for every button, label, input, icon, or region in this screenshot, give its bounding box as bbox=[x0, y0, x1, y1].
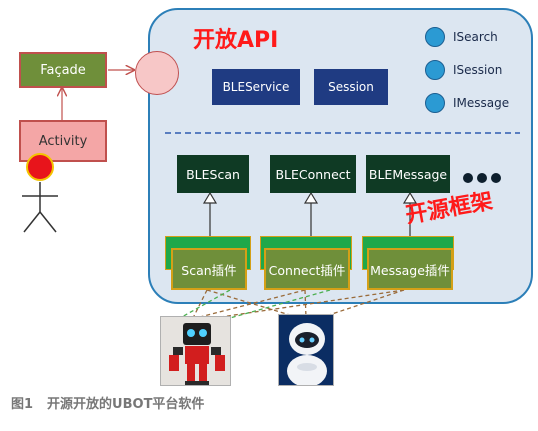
more-indicator-icon bbox=[463, 168, 505, 187]
imessage-interface-icon bbox=[425, 93, 445, 113]
bleconnect-box: BLEConnect bbox=[270, 155, 356, 193]
inheritance-arrows bbox=[202, 191, 418, 240]
blescan-label: BLEScan bbox=[186, 166, 240, 182]
bleconnect-label: BLEConnect bbox=[275, 166, 351, 182]
facade-node: Façade bbox=[19, 52, 107, 88]
connect-plugin-label: Connect插件 bbox=[268, 262, 346, 278]
activity-node: Activity bbox=[19, 120, 107, 162]
session-label: Session bbox=[328, 80, 374, 94]
blescan-box: BLEScan bbox=[177, 155, 249, 193]
robot-links bbox=[179, 289, 405, 321]
session-box: Session bbox=[314, 69, 388, 105]
white-robot-image bbox=[278, 314, 334, 386]
connect-plugin-box: Connect插件 bbox=[264, 248, 350, 290]
message-plugin-box: Message插件 bbox=[367, 248, 453, 290]
facade-label: Façade bbox=[40, 62, 86, 78]
api-title: 开放API bbox=[193, 28, 279, 53]
isearch-label: ISearch bbox=[453, 30, 498, 44]
isearch-interface-icon bbox=[425, 27, 445, 47]
red-robot-image bbox=[160, 316, 231, 386]
api-entry-circle bbox=[135, 51, 179, 95]
blemessage-label: BLEMessage bbox=[368, 166, 448, 182]
blemessage-box: BLEMessage bbox=[366, 155, 450, 193]
scan-plugin-label: Scan插件 bbox=[181, 262, 237, 278]
actor-head-icon bbox=[26, 153, 54, 181]
message-plugin-label: Message插件 bbox=[370, 262, 450, 278]
scan-plugin-box: Scan插件 bbox=[171, 248, 247, 290]
bleservice-box: BLEService bbox=[212, 69, 300, 105]
isession-label: ISession bbox=[453, 63, 503, 77]
stick-figure bbox=[22, 182, 58, 233]
caption-text: 开源开放的UBOT平台软件 bbox=[47, 397, 205, 412]
imessage-label: IMessage bbox=[453, 96, 510, 110]
figure-caption: 图1 开源开放的UBOT平台软件 bbox=[11, 393, 204, 412]
bleservice-label: BLEService bbox=[222, 80, 290, 94]
white-robot-icon bbox=[279, 315, 333, 385]
isession-interface-icon bbox=[425, 60, 445, 80]
red-robot-icon bbox=[161, 317, 230, 385]
caption-number: 图1 bbox=[11, 397, 34, 412]
activity-label: Activity bbox=[38, 133, 88, 149]
